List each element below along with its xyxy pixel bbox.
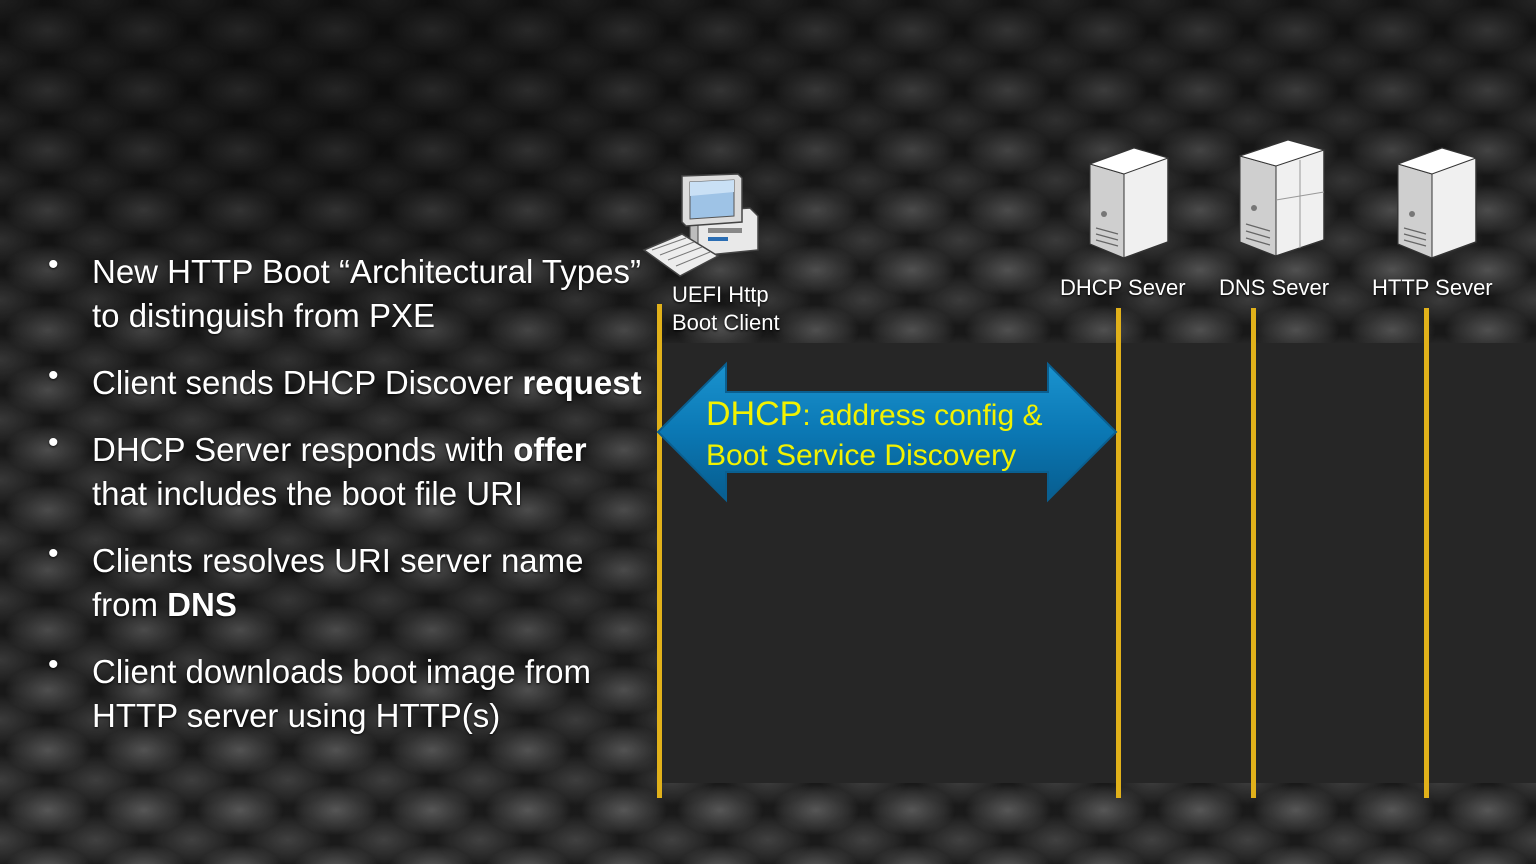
dns-server-label: DNS Sever [1219,275,1330,300]
dhcp-server [1086,144,1172,260]
dhcp-server-lifeline [1116,308,1121,798]
bullet-dot-icon: • [48,248,59,281]
bullet-text: Client sends DHCP Discover request [92,364,642,401]
server-tower-icon [1396,147,1478,259]
bullet-item: • Client sends DHCP Discover request [44,361,644,405]
bullet-dot-icon: • [48,537,59,570]
dhcp-double-arrow [656,361,1118,503]
bullet-dot-icon: • [48,426,59,459]
bullet-item: • Clients resolves URI server name from … [44,539,644,627]
bullet-item: • Client downloads boot image from HTTP … [44,650,644,738]
arrow-label-line2: Boot Service Discovery [706,439,1017,472]
client-label: UEFI Http Boot Client [672,281,780,337]
http-server-lifeline [1424,308,1429,798]
client-computer [642,172,762,280]
http-server-label: HTTP Sever [1372,275,1493,300]
bullet-text: DHCP Server responds with offer that inc… [92,431,587,512]
bullet-item: • DHCP Server responds with offer that i… [44,428,644,516]
bullet-list: • New HTTP Boot “Architectural Types” to… [44,250,644,761]
bullet-text: Client downloads boot image from HTTP se… [92,653,591,734]
desktop-computer-icon [642,173,759,277]
bullet-text: Clients resolves URI server name from DN… [92,542,584,623]
bullet-dot-icon: • [48,648,59,681]
client-lifeline [657,304,662,798]
http-server [1394,144,1480,260]
client-label-line1: UEFI Http [672,282,769,307]
arrow-label-line1: DHCP: address config & [706,395,1043,433]
bullet-item: • New HTTP Boot “Architectural Types” to… [44,250,644,338]
server-tower-icon [1088,147,1170,259]
dns-server-lifeline [1251,308,1256,798]
bullet-dot-icon: • [48,359,59,392]
server-tower-icon [1238,139,1326,257]
dhcp-server-label: DHCP Sever [1060,275,1186,300]
client-label-line2: Boot Client [672,310,780,335]
bullet-text: New HTTP Boot “Architectural Types” to d… [92,253,641,334]
arrow-label: DHCP: address config & Boot Service Disc… [706,394,1086,476]
dns-server [1236,136,1328,260]
